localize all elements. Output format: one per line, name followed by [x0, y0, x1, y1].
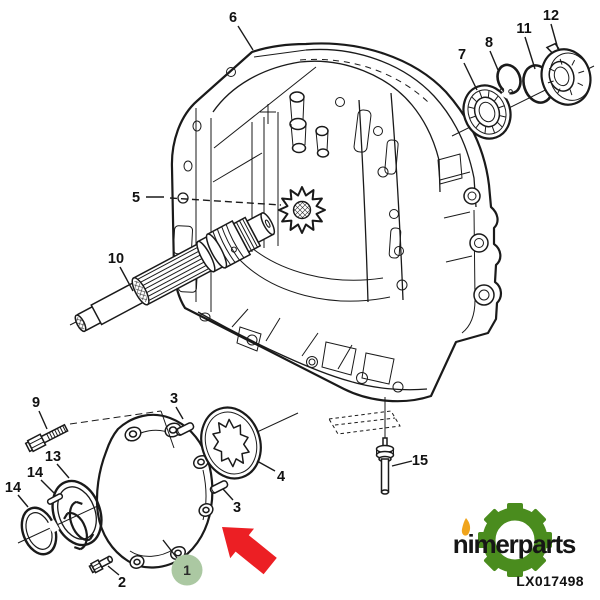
splined-washer	[200, 406, 262, 480]
key-segment	[46, 493, 64, 505]
drain-pin	[328, 397, 401, 495]
bolt-alignment-line	[69, 410, 162, 425]
bearing-retainer-housing	[95, 413, 214, 569]
brand-name: nimerparts	[453, 529, 576, 559]
split-ring-half	[68, 500, 95, 542]
callout-12: 12	[543, 8, 559, 24]
pump-gear	[278, 186, 326, 234]
bolt-alignment-line	[160, 410, 175, 449]
callout-8: 8	[485, 35, 493, 51]
callout-2: 2	[118, 575, 126, 591]
split-ring-half	[63, 511, 88, 551]
bolt	[24, 423, 69, 453]
callout-13: 13	[45, 449, 61, 465]
callout-6: 6	[229, 10, 237, 26]
part-code: LX017498	[516, 573, 584, 589]
brand-logo: nimerparts LX017498	[453, 503, 584, 589]
bolt-small	[88, 555, 114, 574]
callout-9: 9	[32, 395, 40, 411]
callout-3: 3	[170, 391, 178, 407]
snap-ring	[496, 63, 522, 99]
callout-4: 4	[277, 469, 285, 485]
pointer-arrow	[222, 527, 277, 575]
snap-ring-left	[20, 506, 60, 556]
dowel-pin	[209, 480, 229, 494]
callout-11: 11	[516, 21, 531, 37]
callout-15: 15	[412, 453, 428, 469]
highlight-circle	[171, 554, 203, 586]
gear-icon	[478, 503, 552, 577]
clutch-housing	[170, 42, 502, 403]
callout-7: 7	[458, 47, 466, 63]
leader-lines	[17, 23, 559, 576]
input-shaft	[74, 212, 276, 333]
flame-icon	[461, 518, 471, 536]
callout-3b: 3	[233, 500, 241, 516]
highlighted-callout-1[interactable]: 1	[171, 554, 203, 586]
callout-1: 1	[183, 562, 191, 578]
dowel-pin	[175, 422, 195, 436]
callout-10: 10	[108, 251, 124, 267]
callout-5: 5	[132, 190, 140, 206]
bearing-cup	[540, 42, 592, 106]
callout-14b: 14	[5, 480, 21, 496]
ball-bearing	[462, 84, 512, 140]
callout-14: 14	[27, 465, 43, 481]
